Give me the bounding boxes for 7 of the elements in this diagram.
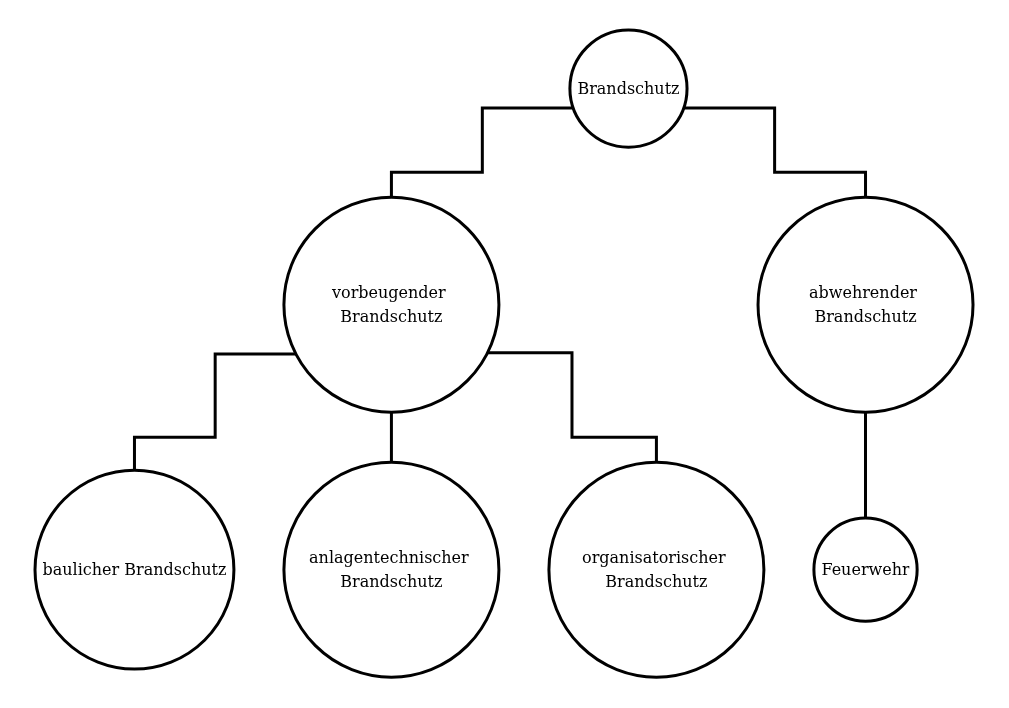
node-circle: Feuerwehr [812, 516, 920, 624]
node-circle: anlagentechnischer Brandschutz [282, 461, 501, 680]
node-circle: abwehrender Brandschutz [757, 196, 975, 415]
node-circle: baulicher Brandschutz [34, 469, 236, 671]
node-circle: vorbeugender Brandschutz [282, 196, 501, 415]
node-circle: Brandschutz [568, 28, 690, 150]
node-circle: organisatorischer Brandschutz [547, 461, 766, 680]
